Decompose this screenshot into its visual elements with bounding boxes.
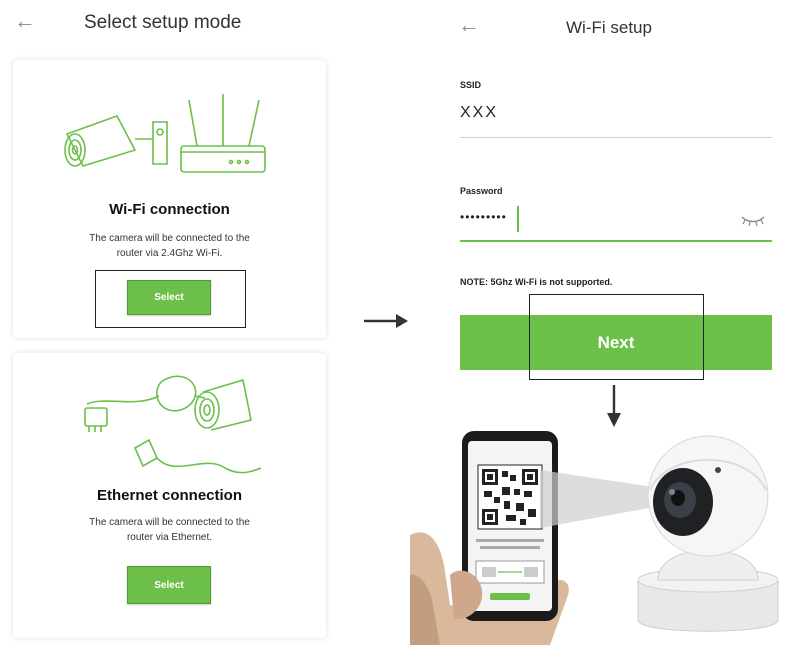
- password-input[interactable]: •••••••••: [460, 210, 507, 224]
- back-arrow-icon[interactable]: ←: [458, 12, 480, 37]
- smartphone-qr-image: [410, 431, 569, 645]
- ssid-input[interactable]: XXX: [460, 104, 499, 121]
- wifi-option-title: Wi-Fi connection: [109, 201, 230, 218]
- frequency-note: NOTE: 5Ghz Wi-Fi is not supported.: [460, 277, 613, 287]
- ssid-label: SSID: [460, 80, 482, 90]
- pan-tilt-camera-image: [637, 435, 779, 632]
- text-cursor: [517, 206, 519, 232]
- right-arrow-icon: [364, 314, 408, 328]
- ethernet-select-button[interactable]: Select: [127, 566, 211, 604]
- eye-hidden-icon[interactable]: [740, 213, 766, 227]
- wifi-camera-router-illustration: [64, 94, 266, 173]
- next-highlight-box: [529, 294, 704, 380]
- scan-beam: [540, 470, 660, 528]
- screen-title-select-setup-mode: Select setup mode: [84, 12, 242, 33]
- back-arrow-icon[interactable]: ←: [14, 8, 36, 33]
- ethernet-option-description-line2: router via Ethernet.: [126, 532, 213, 543]
- wifi-select-button[interactable]: Select: [127, 280, 211, 315]
- screen-title-wifi-setup: Wi-Fi setup: [566, 18, 652, 37]
- next-button[interactable]: Next: [460, 315, 772, 370]
- password-underline: [460, 240, 772, 242]
- ssid-underline: [460, 137, 772, 138]
- wifi-option-description-line1: The camera will be connected to the: [89, 233, 250, 244]
- router-icon: [180, 94, 266, 173]
- wifi-option-card: Wi-Fi connection The camera will be conn…: [13, 60, 326, 338]
- camera-icon: [156, 375, 252, 431]
- wifi-option-description-line2: router via 2.4Ghz Wi-Fi.: [116, 248, 223, 259]
- ethernet-cable-icon: [84, 395, 262, 474]
- ethernet-option-card: Ethernet connection The camera will be c…: [13, 353, 326, 638]
- ethernet-camera-illustration: [84, 375, 262, 474]
- ethernet-option-title: Ethernet connection: [96, 487, 242, 504]
- down-arrow-icon: [607, 385, 621, 427]
- camera-icon: [64, 115, 168, 167]
- password-label: Password: [460, 186, 503, 196]
- wifi-select-highlight-box: [95, 270, 246, 328]
- ethernet-option-description-line1: The camera will be connected to the: [89, 517, 250, 528]
